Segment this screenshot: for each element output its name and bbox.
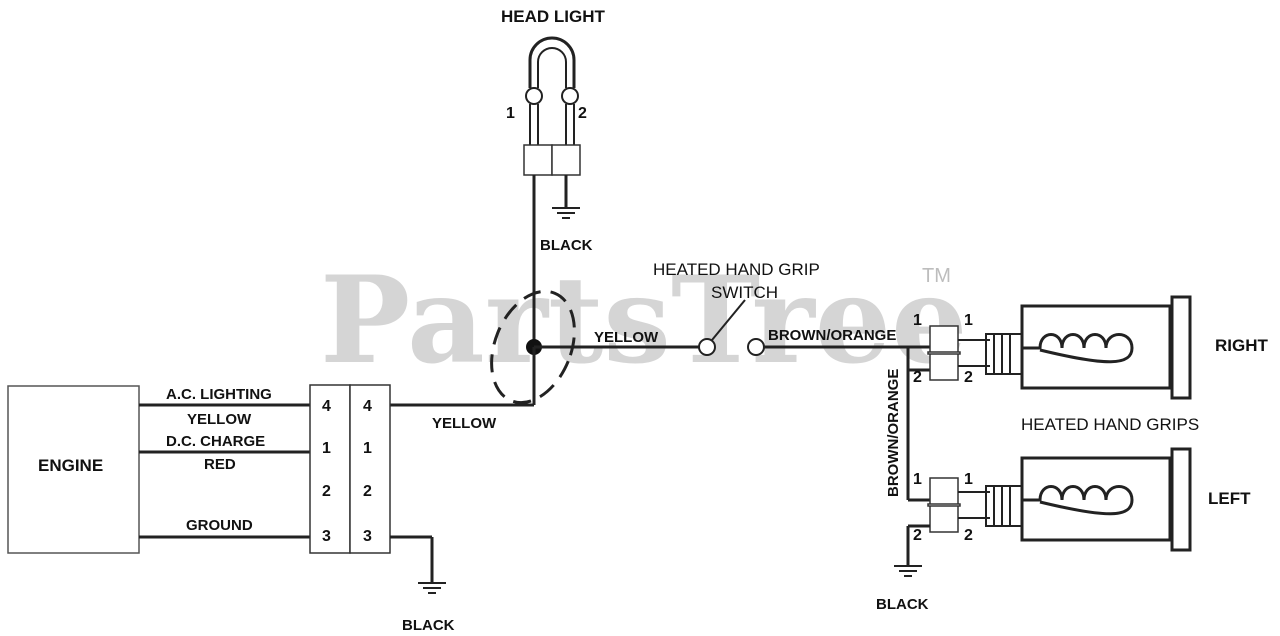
connector-left-pin-4: 4	[322, 398, 331, 415]
left-grip-connector	[927, 477, 990, 533]
right-grip-end-cap	[1170, 295, 1192, 400]
engine-box	[7, 385, 140, 554]
right-grip-pin-right-2: 2	[964, 369, 973, 386]
right-grip-heater-icon	[985, 295, 1192, 400]
connector-left-pin-3: 3	[322, 528, 331, 545]
headlight-pin-2: 2	[578, 105, 587, 122]
headlight-ground-icon	[552, 207, 580, 219]
switch-label-line2: SWITCH	[711, 283, 778, 302]
ac-lighting-label: A.C. LIGHTING	[166, 386, 272, 403]
right-grip-pin-left-1: 1	[913, 312, 922, 329]
headlight-bulb-icon	[525, 36, 579, 105]
watermark: PartsTree	[320, 250, 967, 391]
left-grip-pin-right-1: 1	[964, 471, 973, 488]
right-grip-pin-left-2: 2	[913, 369, 922, 386]
engine-label: ENGINE	[38, 456, 103, 475]
connector-right-pin-4: 4	[363, 398, 372, 415]
connector-left-pin-2: 2	[322, 483, 331, 500]
splice-callout-circle	[490, 289, 576, 405]
heated-hand-grips-title: HEATED HAND GRIPS	[1021, 415, 1199, 434]
brown-orange-v-label: BROWN/ORANGE	[885, 369, 902, 497]
right-grip-connector	[927, 325, 990, 381]
red-wire-label: RED	[204, 456, 236, 473]
engine-ground-icon	[418, 582, 446, 594]
left-grip-label: LEFT	[1208, 489, 1251, 508]
left-grip-pin-left-1: 1	[913, 471, 922, 488]
engine-ground-wire-label: BLACK	[402, 617, 455, 634]
heated-grip-switch-icon	[698, 299, 765, 356]
left-grip-pin-left-2: 2	[913, 527, 922, 544]
headlight-pin-1: 1	[506, 105, 515, 122]
dc-charge-label: D.C. CHARGE	[166, 433, 265, 450]
connector-right-pin-1: 1	[363, 440, 372, 457]
yellow-main-wire-label: YELLOW	[432, 415, 497, 432]
grips-ground-wire-label: BLACK	[876, 596, 929, 613]
brown-orange-h-label: BROWN/ORANGE	[768, 327, 896, 344]
connector-right-pin-3: 3	[363, 528, 372, 545]
right-grip-pin-right-1: 1	[964, 312, 973, 329]
engine-connector	[309, 384, 391, 554]
left-grip-end-cap	[1170, 447, 1192, 552]
headlight-connector	[523, 144, 581, 176]
ground-wire-label: GROUND	[186, 517, 253, 534]
left-grip-heater-icon	[985, 447, 1192, 552]
grips-ground-icon	[894, 565, 922, 577]
right-grip-label: RIGHT	[1215, 336, 1269, 355]
yellow-wire-label: YELLOW	[187, 411, 252, 428]
headlight-title: HEAD LIGHT	[501, 7, 606, 26]
headlight-ground-wire-label: BLACK	[540, 237, 593, 254]
switch-label-line1: HEATED HAND GRIP	[653, 260, 820, 279]
connector-right-pin-2: 2	[363, 483, 372, 500]
connector-left-pin-1: 1	[322, 440, 331, 457]
yellow-switch-wire-label: YELLOW	[594, 329, 659, 346]
left-grip-pin-right-2: 2	[964, 527, 973, 544]
watermark-tm: TM	[922, 265, 951, 287]
